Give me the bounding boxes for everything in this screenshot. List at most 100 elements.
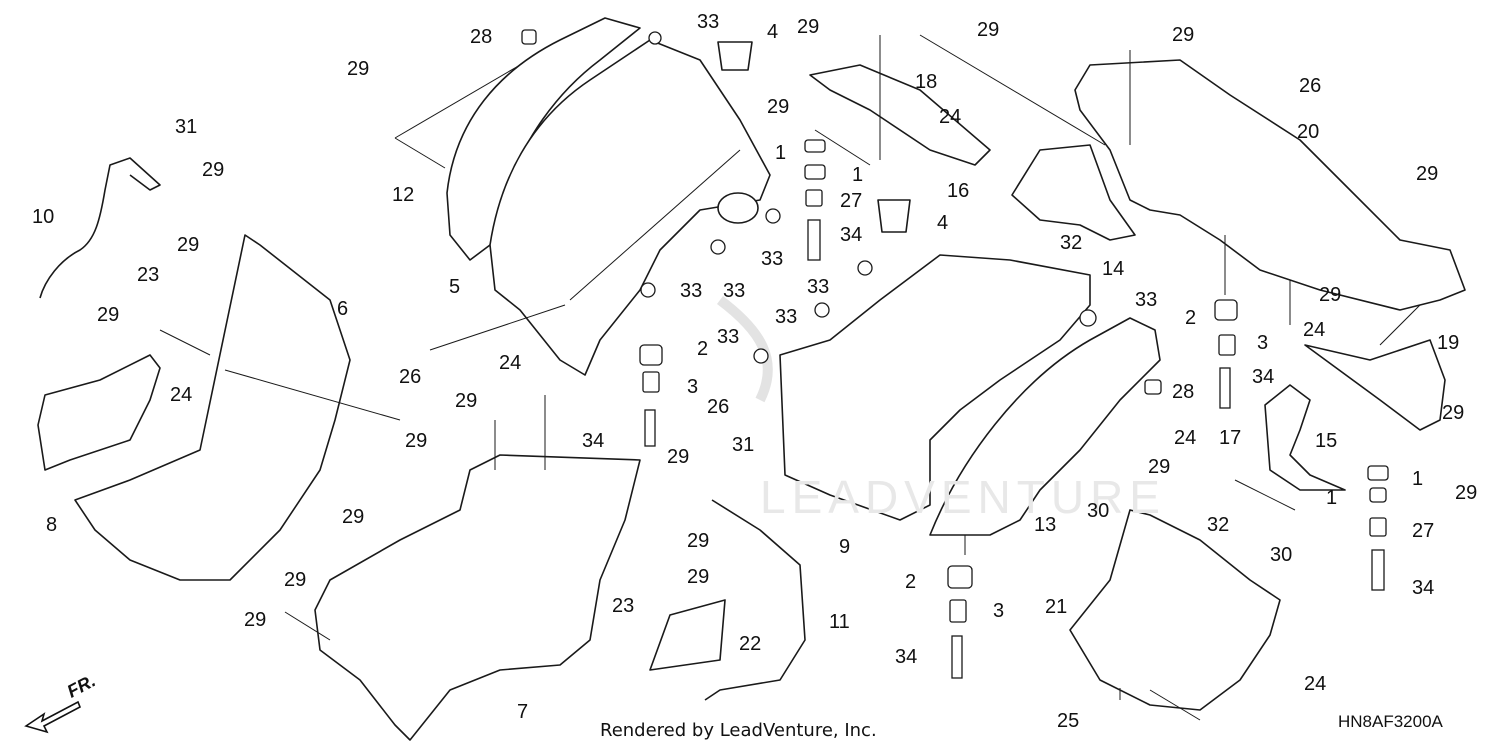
callout-29: 29 (177, 234, 200, 256)
callout-25: 25 (1057, 710, 1080, 732)
callout-29: 29 (687, 530, 710, 552)
callout-26: 26 (1299, 75, 1322, 97)
callout-24: 24 (499, 352, 522, 374)
callout-32: 32 (1060, 232, 1083, 254)
callout-33: 33 (761, 248, 784, 270)
callout-11: 11 (829, 611, 850, 633)
rear-guard-14 (1011, 144, 1136, 241)
reflector-22 (649, 599, 726, 671)
callout-34: 34 (895, 646, 918, 668)
callout-31: 31 (175, 116, 198, 138)
callout-17: 17 (1219, 427, 1242, 449)
callout-18: 18 (915, 71, 938, 93)
callout-33: 33 (807, 276, 830, 298)
callout-29: 29 (347, 58, 370, 80)
callout-26: 26 (399, 366, 422, 388)
callout-24: 24 (170, 384, 193, 406)
callout-16: 16 (947, 180, 970, 202)
watermark: LEADVENTURE (760, 471, 1166, 523)
bracket-10 (39, 157, 161, 299)
mudguard-13 (929, 317, 1161, 536)
callout-33: 33 (680, 280, 703, 302)
callout-29: 29 (667, 446, 690, 468)
front-fender-9 (779, 254, 1091, 521)
callout-26: 26 (707, 396, 730, 418)
callout-27: 27 (840, 190, 863, 212)
callout-8: 8 (46, 514, 58, 536)
step-board-8 (37, 354, 161, 471)
callout-29: 29 (244, 609, 267, 631)
callout-29: 29 (1416, 163, 1439, 185)
callout-34: 34 (1252, 366, 1275, 388)
callout-29: 29 (405, 430, 428, 452)
callout-9: 9 (839, 536, 851, 558)
callout-2: 2 (697, 338, 709, 360)
callout-10: 10 (32, 206, 55, 228)
callout-24: 24 (1304, 673, 1327, 695)
callout-14: 14 (1102, 258, 1125, 280)
callout-29: 29 (687, 566, 710, 588)
callout-29: 29 (202, 159, 225, 181)
callout-34: 34 (582, 430, 605, 452)
callout-29: 29 (284, 569, 307, 591)
callout-34: 34 (840, 224, 863, 246)
callout-15: 15 (1315, 430, 1338, 452)
callout-12: 12 (392, 184, 415, 206)
callout-33: 33 (717, 326, 740, 348)
callout-30: 30 (1270, 544, 1293, 566)
callout-24: 24 (1174, 427, 1197, 449)
callout-21: 21 (1045, 596, 1068, 618)
footer-credit: Rendered by LeadVenture, Inc. (600, 720, 877, 741)
guard-15 (1264, 384, 1346, 491)
callout-33: 33 (723, 280, 746, 302)
callout-6: 6 (337, 298, 349, 320)
wire-11 (704, 499, 806, 701)
callout-29: 29 (97, 304, 120, 326)
callout-2: 2 (1185, 307, 1197, 329)
callout-29: 29 (455, 390, 478, 412)
callout-4: 4 (937, 212, 949, 234)
inner-fender-5 (489, 39, 771, 376)
callout-34: 34 (1412, 577, 1435, 599)
callout-27: 27 (1412, 520, 1435, 542)
callout-3: 3 (1257, 332, 1269, 354)
callout-29: 29 (342, 506, 365, 528)
callout-1: 1 (775, 142, 787, 164)
callout-4: 4 (767, 21, 779, 43)
callout-29: 29 (1319, 284, 1342, 306)
callout-29: 29 (1148, 456, 1171, 478)
callout-23: 23 (137, 264, 160, 286)
callout-1: 1 (1326, 487, 1338, 509)
front-arrow-icon (24, 700, 82, 734)
callout-1: 1 (1412, 468, 1424, 490)
under-cover-21 (1069, 509, 1281, 711)
grommet-4b (877, 199, 911, 233)
grommet-4a (717, 41, 753, 71)
callout-29: 29 (797, 16, 820, 38)
callout-7: 7 (517, 701, 529, 723)
footrest-6 (74, 234, 351, 581)
callout-29: 29 (767, 96, 790, 118)
callout-3: 3 (687, 376, 699, 398)
callout-33: 33 (1135, 289, 1158, 311)
guard-19 (1304, 339, 1446, 431)
drawing-code: HN8AF3200A (1338, 712, 1443, 731)
callout-2: 2 (905, 571, 917, 593)
callout-13: 13 (1034, 514, 1057, 536)
callout-33: 33 (775, 306, 798, 328)
callout-23: 23 (612, 595, 635, 617)
callout-28: 28 (470, 26, 493, 48)
callout-22: 22 (739, 633, 762, 655)
callout-28: 28 (1172, 381, 1195, 403)
callout-5: 5 (449, 276, 461, 298)
callout-33: 33 (697, 11, 720, 33)
callout-29: 29 (1442, 402, 1465, 424)
callout-31: 31 (732, 434, 755, 456)
callout-29: 29 (1455, 482, 1478, 504)
callout-24: 24 (939, 106, 962, 128)
callout-24: 24 (1303, 319, 1326, 341)
footrest-7 (314, 454, 641, 741)
callout-32: 32 (1207, 514, 1230, 536)
